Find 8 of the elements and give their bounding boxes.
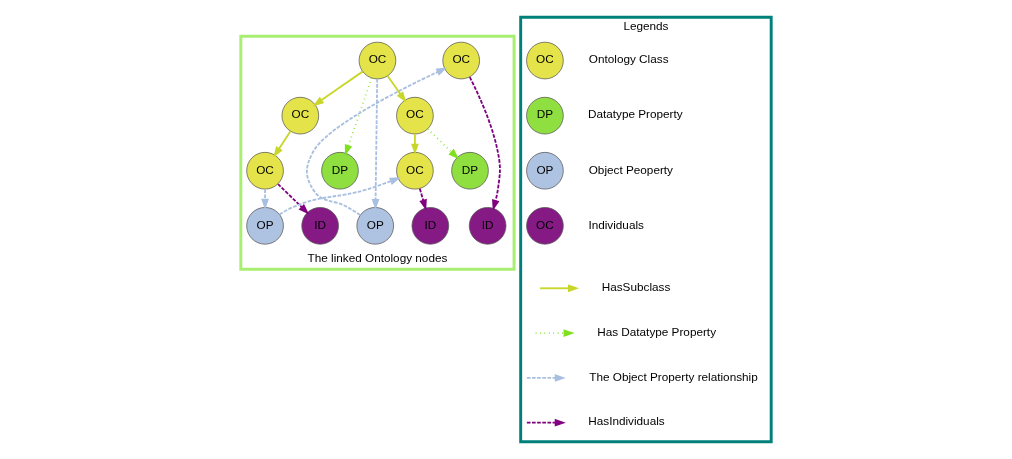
- node-label: Individuals: [588, 217, 644, 231]
- node-label: Ontology Class: [588, 52, 669, 66]
- node-label: Datatype Property: [587, 107, 683, 121]
- legend-label: Has Datatype Property: [597, 324, 717, 338]
- legend-label: HasIndividuals: [588, 414, 665, 428]
- legend-label: The Object Property relationship: [589, 369, 758, 383]
- legend-label: HasSubclass: [601, 280, 671, 294]
- node-label: Object Peoperty: [588, 162, 674, 176]
